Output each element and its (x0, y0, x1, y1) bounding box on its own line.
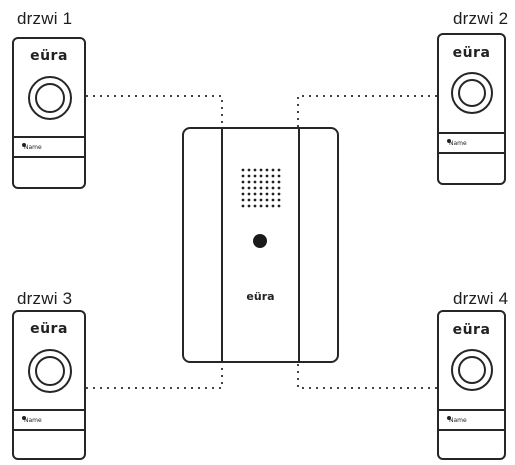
led-indicator-icon (253, 234, 267, 248)
door-3-label: drzwi 3 (17, 289, 73, 308)
door-4-bell-button[interactable] (451, 349, 493, 391)
wire-door-4 (297, 363, 437, 389)
door-4-brand-logo: eüra (452, 322, 491, 338)
door-3-panel: eüra Name (12, 310, 86, 460)
chime-left-divider (221, 129, 223, 361)
door-2-nameplate: Name (439, 132, 504, 154)
door-3-bell-button[interactable] (28, 349, 72, 393)
door-1-brand-logo: eüra (30, 48, 68, 64)
door-1-bell-button[interactable] (28, 76, 72, 120)
chime-brand-logo: eüra (246, 290, 275, 303)
door-2-panel: eüra Name (437, 33, 506, 185)
door-4-nameplate: Name (439, 409, 504, 431)
speaker-grille-icon (241, 168, 281, 208)
chime-receiver: eüra (182, 127, 339, 363)
wire-door-2 (297, 95, 437, 127)
door-1-panel: eüra Name (12, 37, 86, 189)
door-2-bell-button[interactable] (451, 72, 493, 114)
door-2-label: drzwi 2 (453, 9, 509, 28)
door-4-panel: eüra Name (437, 310, 506, 460)
door-1-nameplate: Name (14, 136, 84, 158)
door-4-label: drzwi 4 (453, 289, 509, 308)
wire-door-1 (86, 95, 223, 127)
door-1-label: drzwi 1 (17, 9, 73, 28)
door-3-brand-logo: eüra (30, 321, 68, 337)
chime-right-divider (298, 129, 300, 361)
door-3-nameplate: Name (14, 409, 84, 431)
wire-door-3 (86, 363, 223, 389)
door-2-brand-logo: eüra (452, 45, 491, 61)
